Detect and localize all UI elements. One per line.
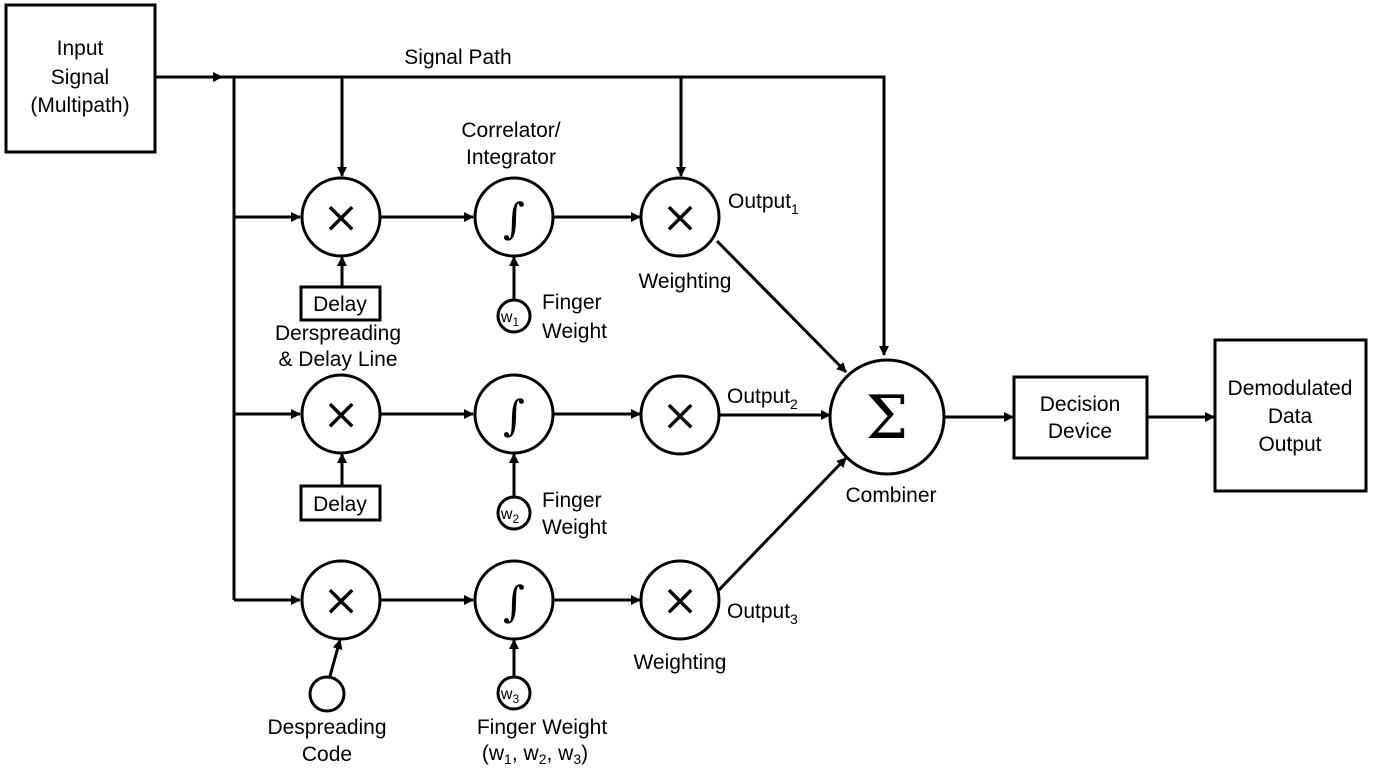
multiply-icon: ×	[662, 575, 699, 626]
finger-weight-label-1a: Finger	[542, 291, 602, 314]
integral-icon: ∫	[503, 194, 525, 243]
integrator-1: ∫	[473, 176, 555, 258]
weighting-label-3: Weighting	[633, 651, 726, 674]
combiner-label: Combiner	[845, 484, 936, 507]
code-arrow	[328, 639, 343, 677]
finger-weight-label-1b: Weight	[542, 320, 607, 343]
multiply-icon: ×	[323, 575, 360, 626]
output3-arrow	[715, 456, 848, 594]
output1-label: Output1	[728, 190, 799, 217]
multiply-icon: ×	[323, 389, 360, 440]
signal-path-label: Signal Path	[404, 46, 511, 69]
multiply-icon: ×	[323, 192, 360, 243]
finger-weight-list: (w1, w2, w3)	[482, 742, 588, 767]
integral-icon: ∫	[503, 391, 525, 440]
finger-weight-bottom-label: Finger Weight	[477, 716, 608, 739]
output3-label: Output3	[727, 600, 798, 627]
correlator-label-line2: Integrator	[466, 146, 556, 169]
input-label-line1: Input	[57, 37, 104, 60]
svg-text:w2: w2	[500, 506, 520, 526]
multiply-icon: ×	[662, 192, 699, 243]
weighting-multiplier-3: ×	[639, 559, 721, 641]
decision-label-2: Device	[1048, 420, 1112, 443]
finger-weight-label-2b: Weight	[542, 516, 607, 539]
demodulated-output-box: Demodulated Data Output	[1213, 338, 1368, 493]
weight-w2: w2	[496, 495, 532, 531]
input-signal-box: Input Signal (Multipath)	[4, 3, 157, 154]
delay-box-2: Delay	[299, 484, 382, 522]
decision-device-box: Decision Device	[1012, 375, 1149, 460]
delay-label: Delay	[313, 493, 367, 516]
sum-icon: Σ	[866, 383, 908, 453]
connections	[155, 72, 1215, 677]
signal-path-line	[220, 75, 889, 356]
weighting-label-1: Weighting	[638, 270, 731, 293]
correlator-label-line1: Correlator/	[461, 119, 560, 142]
combiner: Σ	[828, 358, 946, 476]
multiply-icon: ×	[662, 390, 699, 441]
input-label-line2: Signal	[51, 66, 109, 89]
despread-multiplier-2: ×	[300, 373, 382, 455]
output2-label: Output2	[727, 385, 798, 412]
integral-icon: ∫	[503, 577, 525, 626]
despreading-code-label-1: Despreading	[267, 716, 386, 739]
weight-w3: w3	[496, 675, 532, 711]
svg-text:w1: w1	[500, 309, 520, 329]
weight-symbol: w	[500, 686, 513, 703]
integrator-3: ∫	[473, 559, 555, 641]
despread-multiplier-3: ×	[300, 559, 382, 641]
despreading-code-label-2: Code	[302, 743, 352, 766]
weight-subscript: 1	[512, 315, 519, 329]
integrator-2: ∫	[473, 373, 555, 455]
output-label-2: Data	[1268, 405, 1313, 428]
despread-multiplier-1: ×	[300, 176, 382, 258]
decision-label-1: Decision	[1040, 393, 1121, 416]
weight-w1: w1	[496, 298, 532, 334]
weight-symbol: w	[500, 506, 513, 523]
despreading-delay-line-label-1: Derspreading	[275, 322, 401, 345]
output-label-3: Output	[1258, 433, 1321, 456]
svg-text:w3: w3	[500, 686, 520, 706]
weighting-multiplier-1: ×	[639, 176, 721, 258]
finger-weight-label-2a: Finger	[542, 489, 602, 512]
delay-label: Delay	[313, 293, 367, 316]
weighting-multiplier-2: ×	[639, 374, 721, 456]
weight-symbol: w	[500, 309, 513, 326]
input-label-line3: (Multipath)	[30, 94, 129, 117]
weight-subscript: 2	[512, 512, 519, 526]
output1-arrow	[715, 239, 848, 374]
delay-box-1: Delay	[299, 285, 382, 322]
despreading-delay-line-label-2: & Delay Line	[278, 348, 397, 371]
weight-subscript: 3	[512, 692, 519, 706]
output-label-1: Demodulated	[1228, 377, 1353, 400]
despreading-code-source	[308, 675, 346, 713]
